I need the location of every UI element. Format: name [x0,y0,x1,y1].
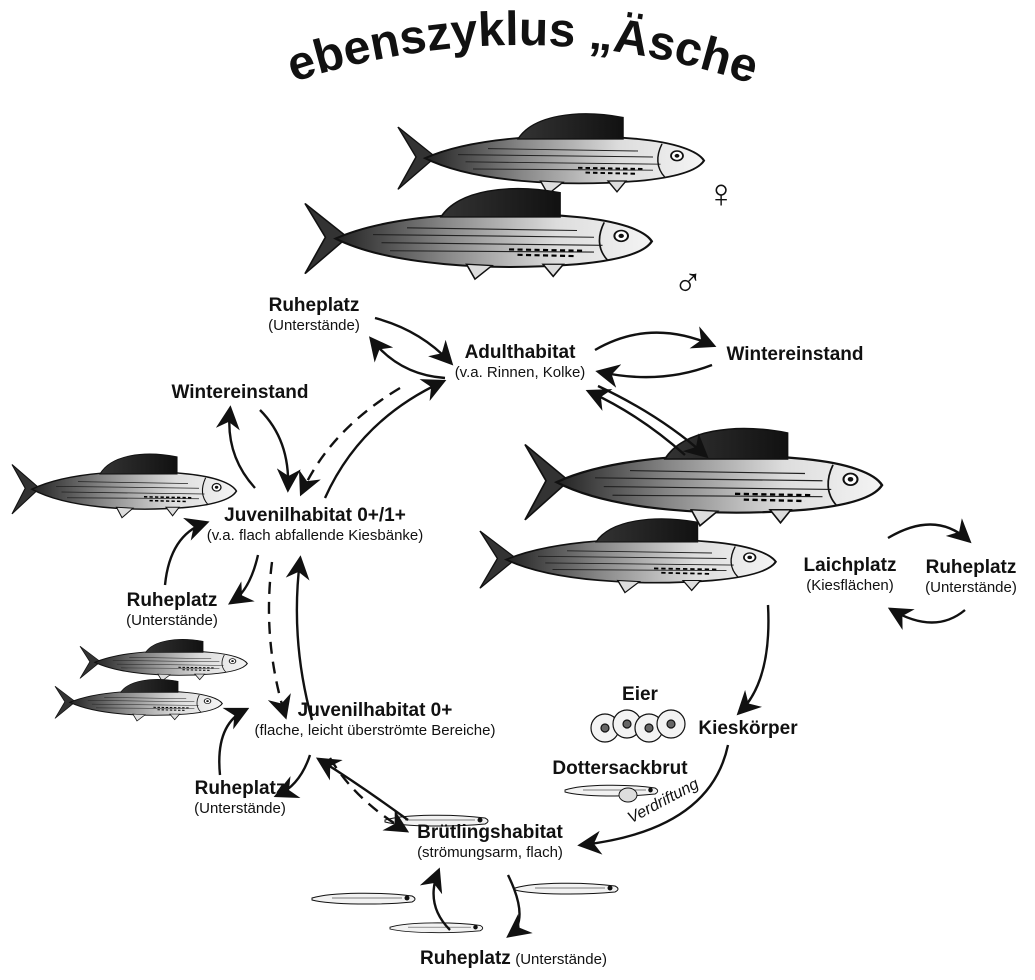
node-laichplatz: Laichplatz (Kiesflächen) [795,555,905,594]
diagram-title: Lebenszyklus „Äsche“ [0,0,765,94]
arrow-juv-to-winter [229,410,255,488]
arrow-brut-to-ruhe [508,875,520,935]
node-dottersackbrut: Dottersackbrut [540,758,700,780]
node-juvenilhabitat-0-1: Juvenilhabitat 0+/1+ (v.a. flach abfalle… [185,505,445,544]
fry-illustration-3 [312,893,415,904]
node-name: Laichplatz [795,555,905,577]
node-name: Ruheplatz [110,590,234,612]
arrow-laich-to-ruhe [888,524,968,540]
node-wintereinstand-right: Wintereinstand [715,344,875,366]
node-ruheplatz-right: Ruheplatz (Unterstände) [912,557,1030,596]
node-name: Ruheplatz [252,295,376,317]
arrow-adult-to-ruhe [372,340,445,378]
node-sub: (v.a. flach abfallende Kiesbänke) [185,527,445,544]
node-bruetlingshabitat: Brütlingshabitat (strömungsarm, flach) [395,822,585,861]
node-name: Ruheplatz [420,948,511,969]
juvenile-0-fish-illustration-2 [55,679,222,721]
node-name: Eier [600,684,680,706]
node-ruheplatz-mid-left: Ruheplatz (Unterstände) [110,590,234,629]
arrow-winter-to-adult [600,365,712,377]
yolk-sac-larva-illustration [565,785,658,802]
arrow-brut-to-juv0 [320,760,408,820]
spawning-female-fish-illustration [480,519,776,593]
node-name: Juvenilhabitat 0+ [225,700,525,722]
node-sub: (flache, leicht überströmte Bereiche) [225,722,525,739]
arrow-juv-to-ruhe [232,555,258,602]
node-kieskoerper: Kieskörper [688,718,808,740]
node-name: Juvenilhabitat 0+/1+ [185,505,445,527]
node-name: Wintereinstand [715,344,875,366]
arrow-juv0-to-juv01 [297,560,312,720]
node-ruheplatz-top-left: Ruheplatz (Unterstände) [252,295,376,334]
arrow-dashed-juv01-to-juv0 [269,562,285,715]
male-symbol: ♂ [673,263,703,303]
female-adult-fish-illustration [398,114,704,194]
eggs-illustration [591,710,685,742]
fry-illustration-4 [390,923,483,933]
node-sub: (Unterstände) [178,800,302,817]
arrow-laich-to-adult [590,392,685,455]
arrow-laich-to-kies [740,605,768,712]
node-sub: (strömungsarm, flach) [395,844,585,861]
node-sub: (v.a. Rinnen, Kolke) [440,364,600,381]
node-sub: (Kiesflächen) [795,577,905,594]
node-wintereinstand-left: Wintereinstand [160,382,320,404]
node-sub: (Unterstände) [110,612,234,629]
node-sub: (Unterstände) [912,579,1030,596]
node-name: Kieskörper [688,718,808,740]
node-eier: Eier [600,684,680,706]
fry-illustration-2 [515,883,618,894]
arrow-adult-to-winter [595,333,712,350]
node-juvenilhabitat-0: Juvenilhabitat 0+ (flache, leicht überst… [225,700,525,739]
juvenile-0-fish-illustration-1 [80,639,247,681]
node-name: Adulthabitat [440,342,600,364]
male-adult-fish-illustration [305,189,652,279]
node-name: Ruheplatz [912,557,1030,579]
arrow-winter-to-juv [260,410,288,488]
node-ruheplatz-bottom: Ruheplatz (Unterstände) [420,948,660,970]
node-sub: (Unterstände) [515,951,607,968]
arrow-ruhe-to-laich [892,610,965,623]
arrow-ruhe-to-brut [434,872,450,930]
spawning-male-fish-illustration [525,429,882,526]
node-name: Dottersackbrut [540,758,700,780]
node-sub: (Unterstände) [252,317,376,334]
node-adulthabitat: Adulthabitat (v.a. Rinnen, Kolke) [440,342,600,381]
female-symbol: ♀ [706,174,736,214]
node-name: Ruheplatz [178,778,302,800]
node-name: Brütlingshabitat [395,822,585,844]
node-name: Wintereinstand [160,382,320,404]
node-ruheplatz-low-left: Ruheplatz (Unterstände) [178,778,302,817]
